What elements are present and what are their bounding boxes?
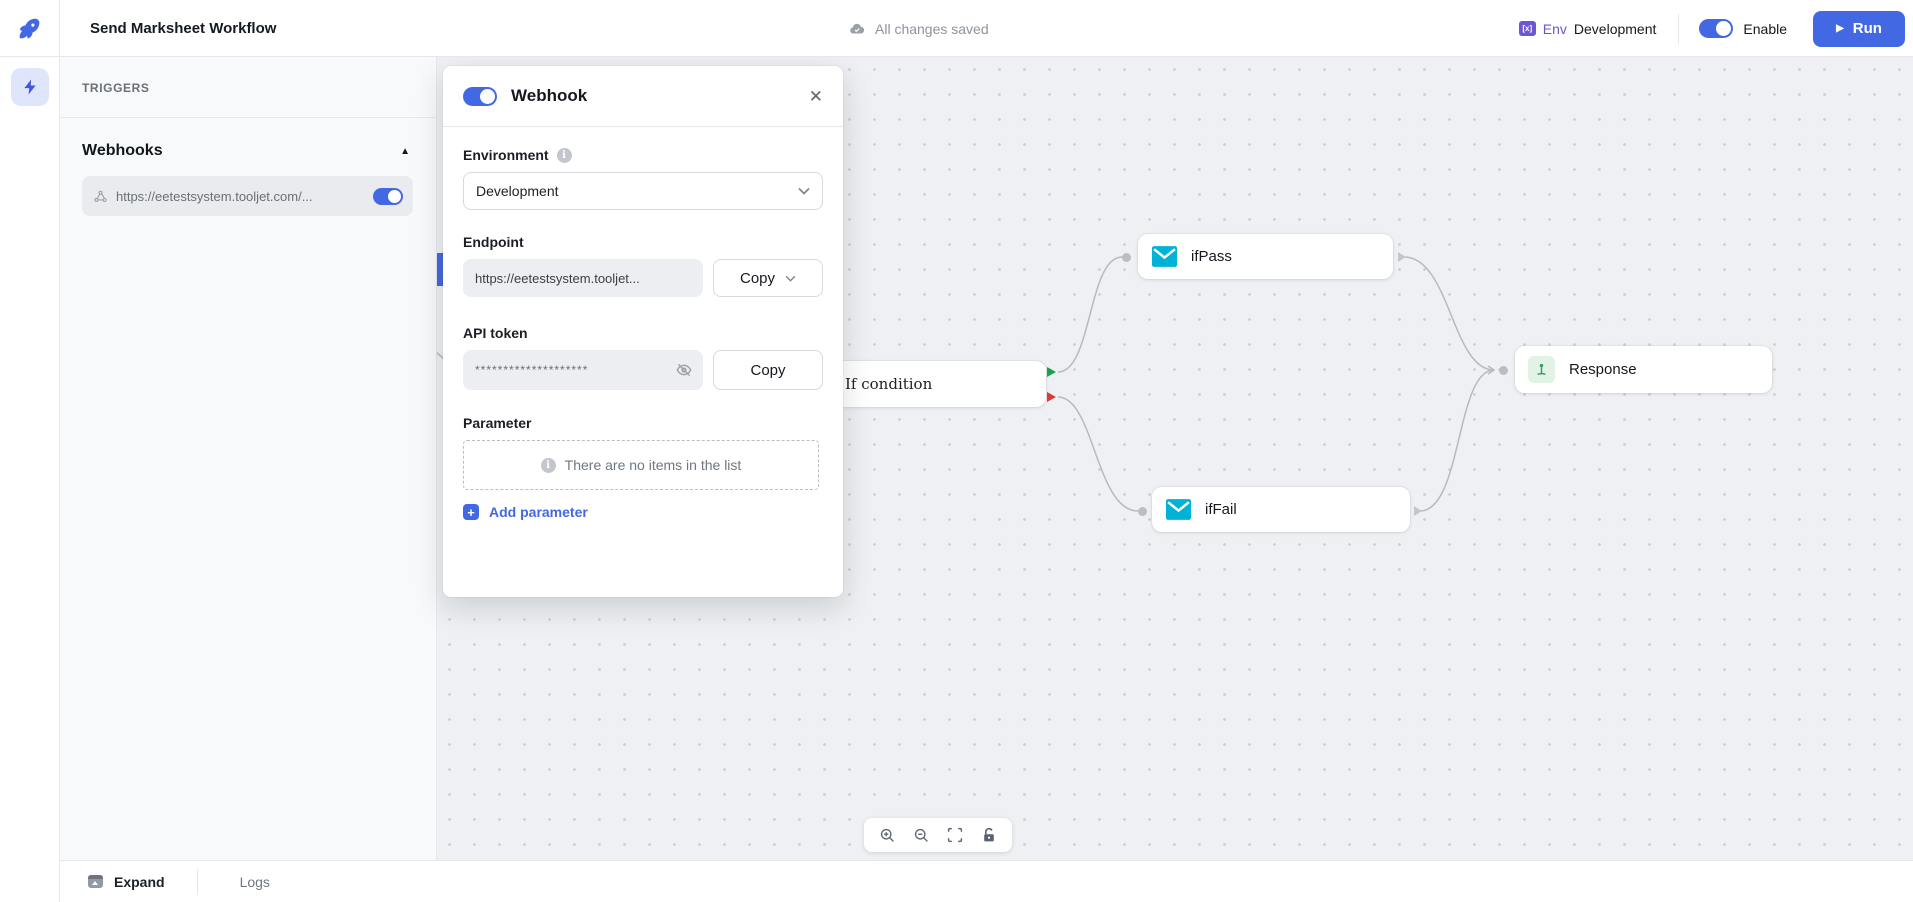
- node-label: If condition: [845, 375, 933, 393]
- node-response[interactable]: Response: [1515, 346, 1772, 393]
- fit-view-icon[interactable]: [944, 824, 966, 846]
- env-value: Development: [1573, 20, 1657, 37]
- if-true-handle[interactable]: [1047, 367, 1056, 377]
- webhooks-group-header[interactable]: Webhooks ▲: [60, 118, 436, 160]
- chevron-down-icon: [785, 275, 796, 282]
- autosave-status: All changes saved: [848, 0, 989, 57]
- mail-icon: [1166, 499, 1191, 520]
- cloud-check-icon: [848, 20, 866, 38]
- header-divider: [1678, 13, 1680, 44]
- webhook-icon: [93, 189, 108, 204]
- mail-icon: [1152, 246, 1177, 267]
- node-label: ifPass: [1191, 248, 1232, 265]
- api-token-input[interactable]: ********************: [463, 350, 703, 390]
- triggers-rail-button[interactable]: [10, 68, 49, 106]
- modal-header: Webhook ✕: [443, 66, 843, 127]
- footer-divider: [196, 868, 198, 895]
- endpoint-input[interactable]: https://eetestsystem.tooljet...: [463, 259, 703, 297]
- parameter-empty-list: i There are no items in the list: [463, 440, 819, 490]
- expand-button[interactable]: Expand: [88, 874, 165, 890]
- add-parameter-button[interactable]: + Add parameter: [463, 504, 588, 520]
- run-label: Run: [1852, 20, 1882, 37]
- rocket-logo-icon: [16, 15, 43, 42]
- environment-label: Environment: [463, 147, 549, 163]
- webhooks-group-title: Webhooks: [82, 142, 163, 159]
- lock-icon[interactable]: [978, 824, 1000, 846]
- lightning-bolt-icon: [21, 78, 39, 96]
- endpoint-label: Endpoint: [463, 234, 524, 250]
- copy-label: Copy: [739, 269, 776, 287]
- env-icon: [x]: [1518, 21, 1536, 36]
- api-token-label: API token: [463, 325, 528, 341]
- endpoint-copy-button[interactable]: Copy: [713, 259, 823, 297]
- eye-off-icon[interactable]: [675, 361, 693, 379]
- info-icon: i: [556, 147, 572, 163]
- node-iffail[interactable]: ifFail: [1152, 487, 1410, 532]
- logo-cell[interactable]: [0, 0, 60, 56]
- play-icon: ▶: [1836, 22, 1844, 34]
- bottom-bar: Expand Logs: [60, 860, 1913, 902]
- top-bar: Send Marksheet Workflow All changes save…: [0, 0, 1913, 57]
- node-label: ifFail: [1205, 501, 1237, 518]
- collapse-icon[interactable]: ▲: [400, 145, 410, 157]
- enable-label: Enable: [1743, 20, 1787, 37]
- close-icon[interactable]: ✕: [808, 86, 823, 106]
- plus-icon: +: [463, 504, 479, 520]
- run-button[interactable]: ▶ Run: [1813, 10, 1905, 47]
- response-icon: [1528, 356, 1555, 383]
- copy-label: Copy: [750, 361, 786, 379]
- webhook-trigger-node[interactable]: [437, 253, 446, 286]
- zoom-out-icon[interactable]: [910, 824, 932, 846]
- endpoint-value: https://eetestsystem.tooljet...: [475, 270, 640, 286]
- modal-body: Environment i Development Endpoint https…: [443, 127, 843, 520]
- environment-value: Development: [476, 183, 559, 199]
- page-title: Send Marksheet Workflow: [90, 19, 277, 37]
- api-token-value: ********************: [475, 363, 589, 377]
- header-right: [x] Env Development Enable ▶ Run: [1518, 0, 1905, 57]
- webhook-enable-toggle[interactable]: [463, 86, 497, 106]
- node-ifpass[interactable]: ifPass: [1138, 234, 1393, 279]
- chevron-down-icon: [798, 187, 810, 195]
- add-parameter-label: Add parameter: [489, 504, 588, 520]
- ifpass-output-handle[interactable]: [1398, 252, 1406, 262]
- webhook-config-panel: Webhook ✕ Environment i Development Endp…: [443, 66, 843, 597]
- expand-panel-icon: [88, 875, 103, 888]
- parameter-label: Parameter: [463, 415, 532, 431]
- enable-toggle[interactable]: [1699, 19, 1734, 38]
- zoom-in-icon[interactable]: [876, 824, 898, 846]
- environment-select[interactable]: Development: [463, 172, 823, 210]
- info-icon: i: [540, 457, 556, 473]
- api-token-copy-button[interactable]: Copy: [713, 350, 823, 390]
- iffail-input-handle[interactable]: [1138, 507, 1147, 516]
- autosave-text: All changes saved: [875, 20, 989, 37]
- triggers-sidebar: TRIGGERS Webhooks ▲ https://eetestsystem…: [60, 57, 437, 860]
- parameter-empty-text: There are no items in the list: [564, 457, 742, 473]
- webhook-toggle[interactable]: [373, 187, 403, 205]
- node-label: Response: [1569, 361, 1637, 378]
- ifpass-input-handle[interactable]: [1122, 253, 1131, 262]
- canvas-controls: [864, 818, 1012, 852]
- iffail-output-handle[interactable]: [1414, 506, 1422, 516]
- sidebar-divider: [60, 117, 436, 118]
- env-label: Env: [1542, 20, 1567, 37]
- if-false-handle[interactable]: [1047, 392, 1056, 402]
- webhook-url: https://eetestsystem.tooljet.com/...: [116, 188, 313, 204]
- env-badge[interactable]: [x] Env Development: [1518, 20, 1657, 37]
- modal-title: Webhook: [511, 86, 588, 105]
- webhook-list-item[interactable]: https://eetestsystem.tooljet.com/...: [82, 176, 413, 216]
- response-input-handle[interactable]: [1499, 366, 1508, 375]
- sidebar-section-title: TRIGGERS: [82, 81, 150, 95]
- logs-tab[interactable]: Logs: [239, 873, 270, 890]
- expand-label: Expand: [114, 873, 165, 890]
- left-icon-rail: [0, 57, 60, 902]
